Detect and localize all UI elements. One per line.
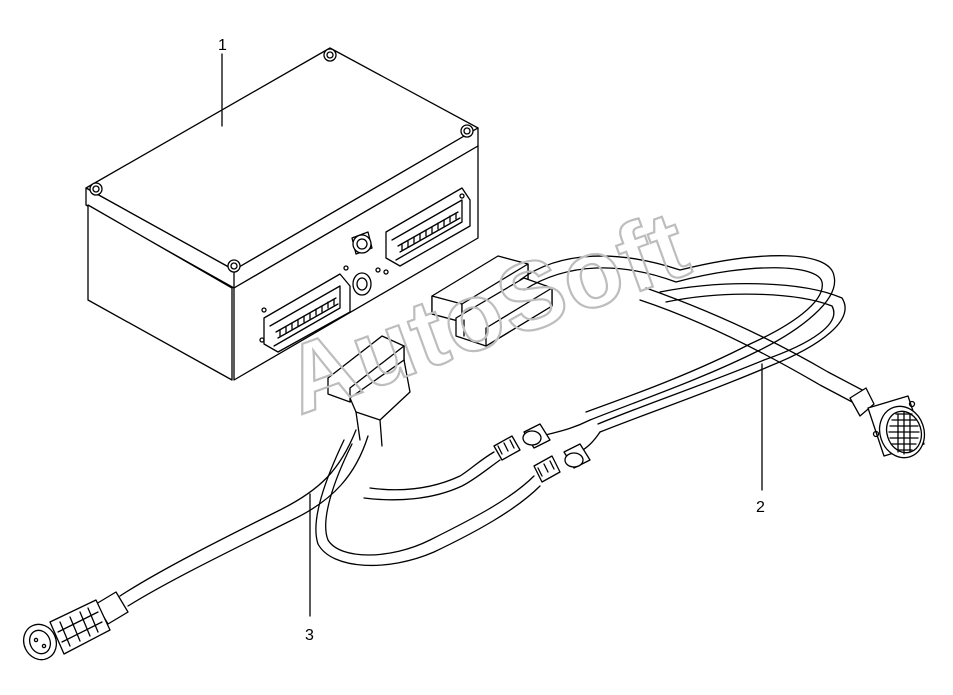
- harness-plug-lower: [327, 335, 411, 447]
- harness-plug-upper: [431, 255, 553, 347]
- callout-3: 3: [305, 627, 314, 644]
- round-plug-small: [22, 591, 129, 661]
- main-harness: [315, 255, 926, 567]
- diagnostic-cable: [22, 335, 411, 661]
- lid-screw: [460, 124, 474, 138]
- round-connector: [849, 387, 926, 459]
- inline-connector-b: [315, 431, 601, 567]
- lid-screw: [227, 259, 241, 273]
- inline-connector-a: [363, 419, 591, 501]
- ecu-vent-bolt: [343, 231, 381, 296]
- control-unit-box: [85, 47, 479, 381]
- ecu-socket-left: [259, 273, 351, 353]
- lid-screw: [323, 48, 337, 62]
- leader-lines: [221, 53, 763, 617]
- ecu-socket-right: [383, 187, 471, 275]
- callout-1: 1: [218, 37, 227, 54]
- callout-2: 2: [756, 499, 765, 516]
- lid-screw: [89, 182, 103, 196]
